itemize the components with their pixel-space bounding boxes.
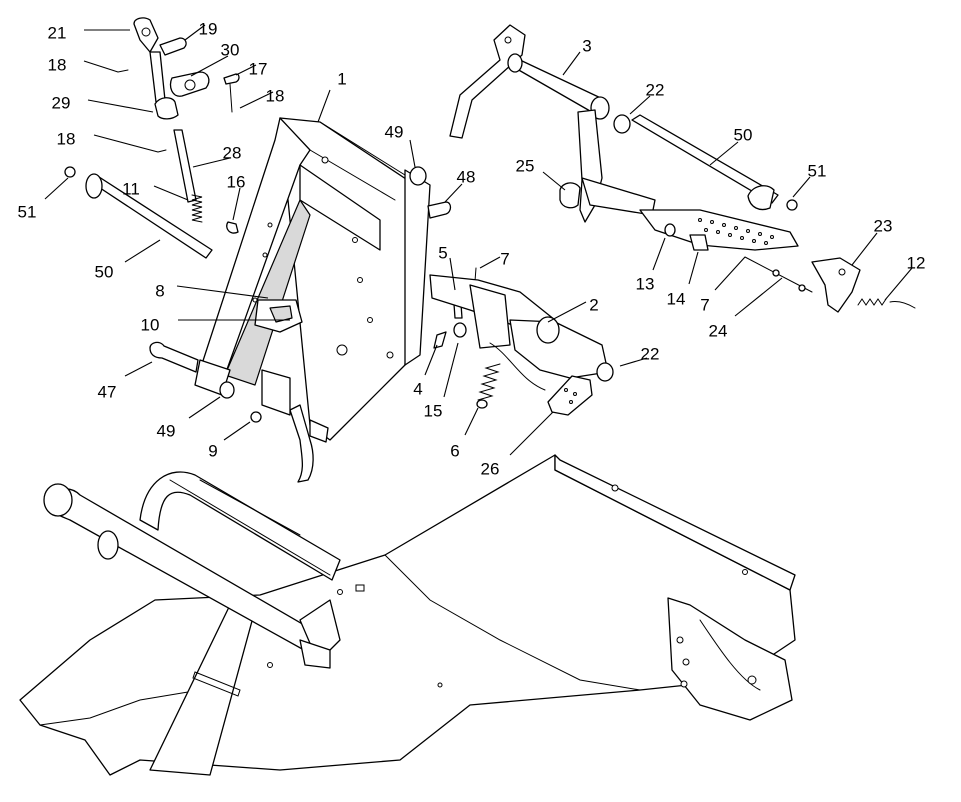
callout-c19: 19 [199, 19, 218, 38]
leader-line-c18b [239, 91, 274, 109]
leader-line-c7b [714, 256, 746, 291]
leader-line-c26 [509, 411, 554, 456]
callout-c16: 16 [227, 172, 246, 191]
callout-c3: 3 [582, 36, 591, 55]
callout-c50b: 50 [95, 262, 114, 281]
leader-line-c29 [87, 99, 154, 113]
leader-line-c48 [444, 183, 463, 203]
leader-line-c8 [176, 285, 269, 299]
callout-c28: 28 [223, 143, 242, 162]
callout-c9: 9 [208, 441, 217, 460]
callout-c12: 12 [907, 253, 926, 272]
leader-line-c3 [562, 51, 581, 76]
leader-line-c49a [409, 139, 416, 168]
pedal-tread [698, 218, 774, 245]
leader-line-c50b [124, 239, 161, 263]
leader-line-c11 [153, 185, 189, 201]
leader-line-c18a [83, 60, 119, 73]
callout-c23: 23 [874, 216, 893, 235]
leader-line-c7 [479, 256, 501, 269]
leader-line-c22a [629, 95, 651, 115]
leader-line-c30 [190, 55, 229, 77]
callout-c51b: 51 [18, 202, 37, 221]
leader-line-c2 [547, 301, 587, 323]
callout-c7: 7 [500, 249, 509, 268]
callout-c13: 13 [636, 274, 655, 293]
brake-pedal-assembly [429, 274, 614, 416]
callout-c17: 17 [249, 59, 268, 78]
callout-c49a: 49 [385, 122, 404, 141]
right-linkage [744, 256, 916, 313]
left-pivot-assembly [226, 221, 303, 333]
left-hardware [149, 341, 262, 423]
bumper-rail [43, 471, 341, 669]
callout-c30: 30 [221, 40, 240, 59]
callout-c51a: 51 [808, 161, 827, 180]
leader-line-c17 [235, 64, 257, 76]
leader-line-c25 [542, 171, 566, 191]
callout-c11: 11 [122, 179, 140, 198]
frame-assembly [19, 454, 796, 776]
callout-c7b: 7 [700, 295, 709, 314]
leader-line-c6 [464, 407, 479, 436]
callout-c22b: 22 [641, 344, 660, 363]
leader-line-c19 [184, 24, 206, 41]
leader-line-c51b [44, 177, 69, 200]
callout-c50a: 50 [734, 125, 753, 144]
mounting-bracket [194, 117, 431, 483]
leader-line-c47 [124, 361, 153, 377]
callout-c10: 10 [141, 315, 160, 334]
callout-c6: 6 [450, 441, 459, 460]
callout-c18c: 18 [57, 129, 76, 148]
leader-line-c5 [449, 257, 456, 291]
leader-line-c9 [223, 421, 251, 441]
callout-c14: 14 [667, 289, 686, 308]
leader-line-c14 [688, 251, 699, 285]
callout-c5: 5 [438, 243, 447, 262]
callout-c18b: 18 [266, 86, 285, 105]
callout-c48: 48 [457, 167, 476, 186]
leader-line-c28 [192, 157, 231, 168]
traction-pedal-assembly [449, 24, 799, 251]
leader-line-c49b [188, 396, 221, 419]
callout-c4: 4 [413, 379, 422, 398]
leader-line-c15 [443, 342, 459, 398]
callout-c26: 26 [481, 459, 500, 478]
leader-line-c23 [851, 232, 878, 266]
leader-line-c22b [619, 357, 648, 367]
leader-line-c50a [709, 141, 739, 166]
callout-c24: 24 [709, 321, 728, 340]
callout-c47: 47 [98, 382, 117, 401]
leader-line-c13 [652, 237, 666, 271]
callout-c8: 8 [155, 281, 164, 300]
leader-line-c4 [424, 344, 438, 376]
callout-c21: 21 [48, 23, 67, 42]
callout-c18a: 18 [48, 55, 67, 74]
callout-c1: 1 [337, 69, 346, 88]
callout-c22a: 22 [646, 80, 665, 99]
callout-c49b: 49 [157, 421, 176, 440]
callout-c29: 29 [52, 93, 71, 112]
callout-c25: 25 [516, 156, 535, 175]
leader-line-c24 [734, 277, 783, 317]
left-rod-assembly [64, 17, 240, 259]
callout-c2: 2 [589, 295, 598, 314]
leader-line-c12 [884, 267, 913, 301]
leader-line-c16 [232, 187, 241, 221]
leader-line-c18c [93, 134, 159, 153]
callout-c15: 15 [424, 401, 443, 420]
leader-line-c1 [317, 89, 331, 123]
leader-line-c51a [792, 176, 811, 198]
callout-labels: 1234567789101112131415161718181819212222… [18, 19, 926, 478]
